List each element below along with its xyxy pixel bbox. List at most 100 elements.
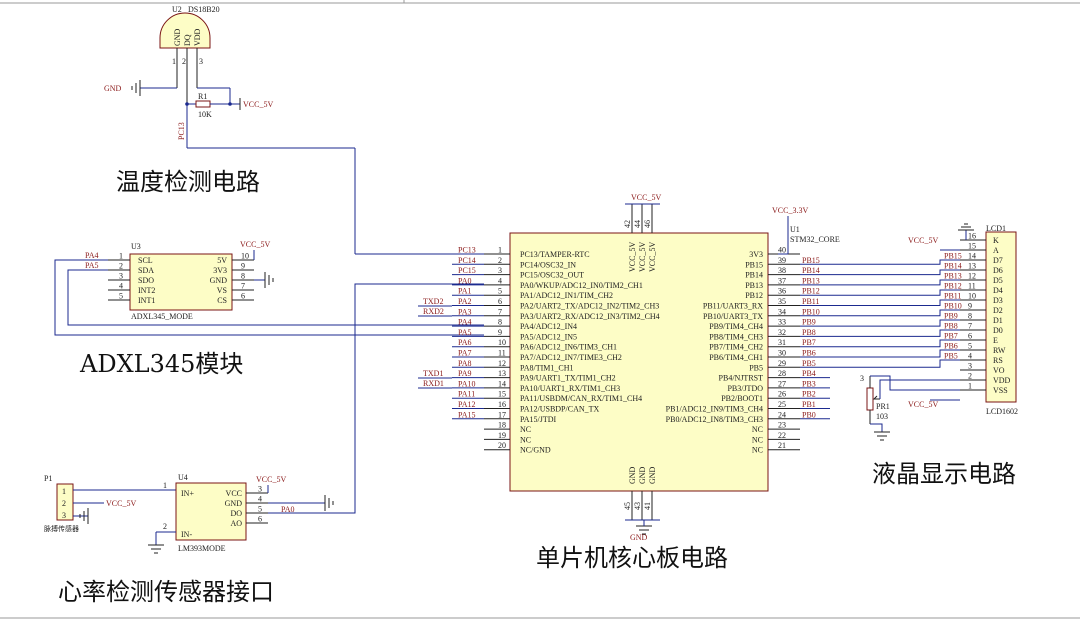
u1-pin-num: 17 bbox=[498, 410, 506, 419]
lcd-pin-num: 4 bbox=[968, 352, 972, 361]
u4-ref: U4 bbox=[178, 473, 188, 482]
u1-pin-num: 14 bbox=[498, 379, 506, 388]
u1-pin-name: PA3/UART2_RX/ADC12_IN3/TIM2_CH4 bbox=[520, 312, 660, 321]
u4-pin-num: 5 bbox=[258, 505, 262, 514]
adxl-module-title: ADXL345模块 bbox=[79, 350, 243, 378]
u1-net-label: PB15 bbox=[802, 256, 820, 265]
u1-net-label: PB3 bbox=[802, 379, 816, 388]
lcd-circuit-title: 液晶显示电路 bbox=[872, 460, 1016, 488]
lcd-pin-name: D5 bbox=[993, 276, 1003, 285]
ground-symbol bbox=[148, 544, 164, 554]
pr1-pin: 3 bbox=[860, 374, 864, 383]
u3-pin-num: 7 bbox=[241, 282, 245, 291]
u1-pin-num: 24 bbox=[778, 410, 786, 419]
u2-ds18b20[interactable]: U2 DS18B20 GND DQ VDD 1 2 3 bbox=[159, 5, 220, 104]
u1-pin-name: PA11/USBDM/CAN_RX/TIM1_CH4 bbox=[520, 394, 642, 403]
u1-net-label: PA3 bbox=[458, 307, 472, 316]
lcd-pin-name: K bbox=[993, 236, 999, 245]
gnd-net-label: GND bbox=[104, 84, 122, 93]
u1-net-label: PA7 bbox=[458, 349, 472, 358]
lcd-pin-name: D0 bbox=[993, 326, 1003, 335]
u4-vcc-label: VCC_5V bbox=[256, 475, 286, 484]
u1-pin-name: PA1/ADC12_IN1/TIM_CH2 bbox=[520, 291, 613, 300]
u1-net-label: PA4 bbox=[458, 318, 472, 327]
lcd-pin-num: 5 bbox=[968, 342, 972, 351]
lcd-pin-name: D6 bbox=[993, 266, 1003, 275]
pr1-potentiometer[interactable]: 3 PR1 103 bbox=[860, 374, 890, 424]
u1-net-label: PA15 bbox=[458, 410, 476, 419]
u2-pin3-num: 3 bbox=[199, 57, 203, 66]
u1-pin-name: PB11/UART3_RX bbox=[703, 302, 763, 311]
rxd1-label: RXD1 bbox=[423, 379, 444, 388]
u1-net-label: PB14 bbox=[802, 266, 820, 275]
u4-pin-num: 3 bbox=[258, 485, 262, 494]
u1-pin-num: 9 bbox=[498, 328, 502, 337]
u1-gnd-label: GND bbox=[630, 533, 648, 542]
u1-ref: U1 bbox=[790, 225, 800, 234]
u1-pin-name: NC/GND bbox=[520, 446, 551, 455]
lcd-pin-name: A bbox=[993, 246, 999, 255]
lcd-pin-name: D2 bbox=[993, 306, 1003, 315]
lcd-pin-name: RW bbox=[993, 346, 1006, 355]
lcd-pin-num: 13 bbox=[968, 262, 976, 271]
u1-pin-num: 18 bbox=[498, 421, 506, 430]
p1-connector[interactable]: P1 1 2 3 脉搏传感器 bbox=[44, 474, 79, 533]
p1-pin2: 2 bbox=[62, 499, 66, 508]
lcd-pin-num: 6 bbox=[968, 332, 972, 341]
u1-net-label: PA8 bbox=[458, 359, 472, 368]
u1-pin-num: 10 bbox=[498, 338, 506, 347]
heart-sensor-title: 心率检测传感器接口 bbox=[58, 578, 274, 606]
u1-pin-num: 4 bbox=[498, 276, 502, 285]
u1-top-pin-name: VCC_5V bbox=[648, 242, 657, 272]
lcd-pin-name: E bbox=[993, 336, 998, 345]
u1-pin-num: 37 bbox=[778, 276, 786, 285]
u1-bottom-pin-num: 43 bbox=[633, 502, 642, 510]
u1-pin-name: PB14 bbox=[745, 271, 763, 280]
u1-pin-num: 36 bbox=[778, 287, 786, 296]
u1-net-label: PB7 bbox=[802, 338, 816, 347]
u1-bottom-pin-num: 41 bbox=[643, 502, 652, 510]
u1-pin-name: NC bbox=[520, 425, 531, 434]
u1-pin-num: 27 bbox=[778, 379, 786, 388]
u1-top-pin-name: VCC_5V bbox=[638, 242, 647, 272]
u1-pin-num: 34 bbox=[778, 307, 786, 316]
u1-pin-name: PB7/TIM4_CH2 bbox=[709, 343, 763, 352]
u4-pin-name: VCC bbox=[226, 489, 242, 498]
u3-pin-name: GND bbox=[210, 276, 228, 285]
u3-pin-name: CS bbox=[217, 296, 227, 305]
u1-net-label: PB0 bbox=[802, 410, 816, 419]
mcu-circuit-title: 单片机核心板电路 bbox=[536, 544, 728, 572]
r1-resistor[interactable] bbox=[195, 100, 211, 108]
lcd-pin-num: 14 bbox=[968, 252, 976, 261]
u3-pin-name: SCL bbox=[138, 256, 153, 265]
lcd-pin-name: D7 bbox=[993, 256, 1003, 265]
u1-pin-name: PB10/UART3_TX bbox=[703, 312, 763, 321]
u1-bottom-pin-name: GND bbox=[638, 466, 647, 484]
u1-pin-num: 7 bbox=[498, 307, 502, 316]
lcd-net-label: PB15 bbox=[944, 252, 962, 261]
u3-pin-num: 9 bbox=[241, 262, 245, 271]
u1-net-label: PA0 bbox=[458, 276, 472, 285]
u2-part: DS18B20 bbox=[188, 5, 220, 14]
u2-pin-dq: DQ bbox=[183, 34, 192, 46]
u1-pin-name: NC bbox=[520, 435, 531, 444]
u3-pin-num: 8 bbox=[241, 272, 245, 281]
u3-pin-name: INT2 bbox=[138, 286, 155, 295]
ground-symbol bbox=[79, 508, 89, 524]
lcd-pin-num: 11 bbox=[968, 282, 976, 291]
u1-net-label: PB12 bbox=[802, 287, 820, 296]
lcd-net-label: PB11 bbox=[944, 292, 962, 301]
u1-pin-name: PA12/USBDP/CAN_TX bbox=[520, 405, 600, 414]
u4-part: LM393MODE bbox=[178, 544, 226, 553]
ground-symbol bbox=[324, 495, 334, 511]
lcd-net-label: PB10 bbox=[944, 302, 962, 311]
u4-pin-name: GND bbox=[225, 499, 243, 508]
u1-pin-num: 2 bbox=[498, 256, 502, 265]
u1-pin-num: 6 bbox=[498, 297, 502, 306]
u1-pin-name: PB5 bbox=[749, 363, 763, 372]
u1-net-label: PA5 bbox=[458, 328, 472, 337]
